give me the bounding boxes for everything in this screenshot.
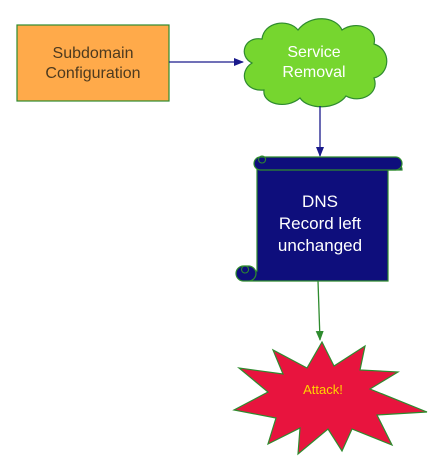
arrow-dns-to-attack xyxy=(315,280,324,341)
service-removal-node: Service Removal xyxy=(243,18,388,108)
service-removal-cloud xyxy=(243,18,388,108)
subdomain-label-line1: Subdomain xyxy=(53,45,134,62)
dns-record-node: DNS Record left unchanged xyxy=(235,155,403,282)
subdomain-configuration-node: Subdomain Configuration xyxy=(16,24,170,102)
dns-scroll-top-curl-icon xyxy=(258,155,267,164)
dns-label-line1: DNS xyxy=(302,192,338,211)
subdomain-label-line2: Configuration xyxy=(45,65,140,82)
dns-scroll-bottom-curl-icon xyxy=(241,265,250,274)
dns-scroll-top-roll xyxy=(253,156,403,171)
dns-label-line3: unchanged xyxy=(278,236,362,255)
attack-node: Attack! xyxy=(232,340,428,456)
attack-starburst xyxy=(232,340,428,456)
attack-label: Attack! xyxy=(303,382,343,397)
service-label-line2: Removal xyxy=(282,64,345,81)
dns-label-line2: Record left xyxy=(279,214,361,233)
subdomain-configuration-box xyxy=(16,24,170,102)
dns-scroll-bottom-roll xyxy=(235,265,257,282)
service-label-line1: Service xyxy=(287,44,340,61)
